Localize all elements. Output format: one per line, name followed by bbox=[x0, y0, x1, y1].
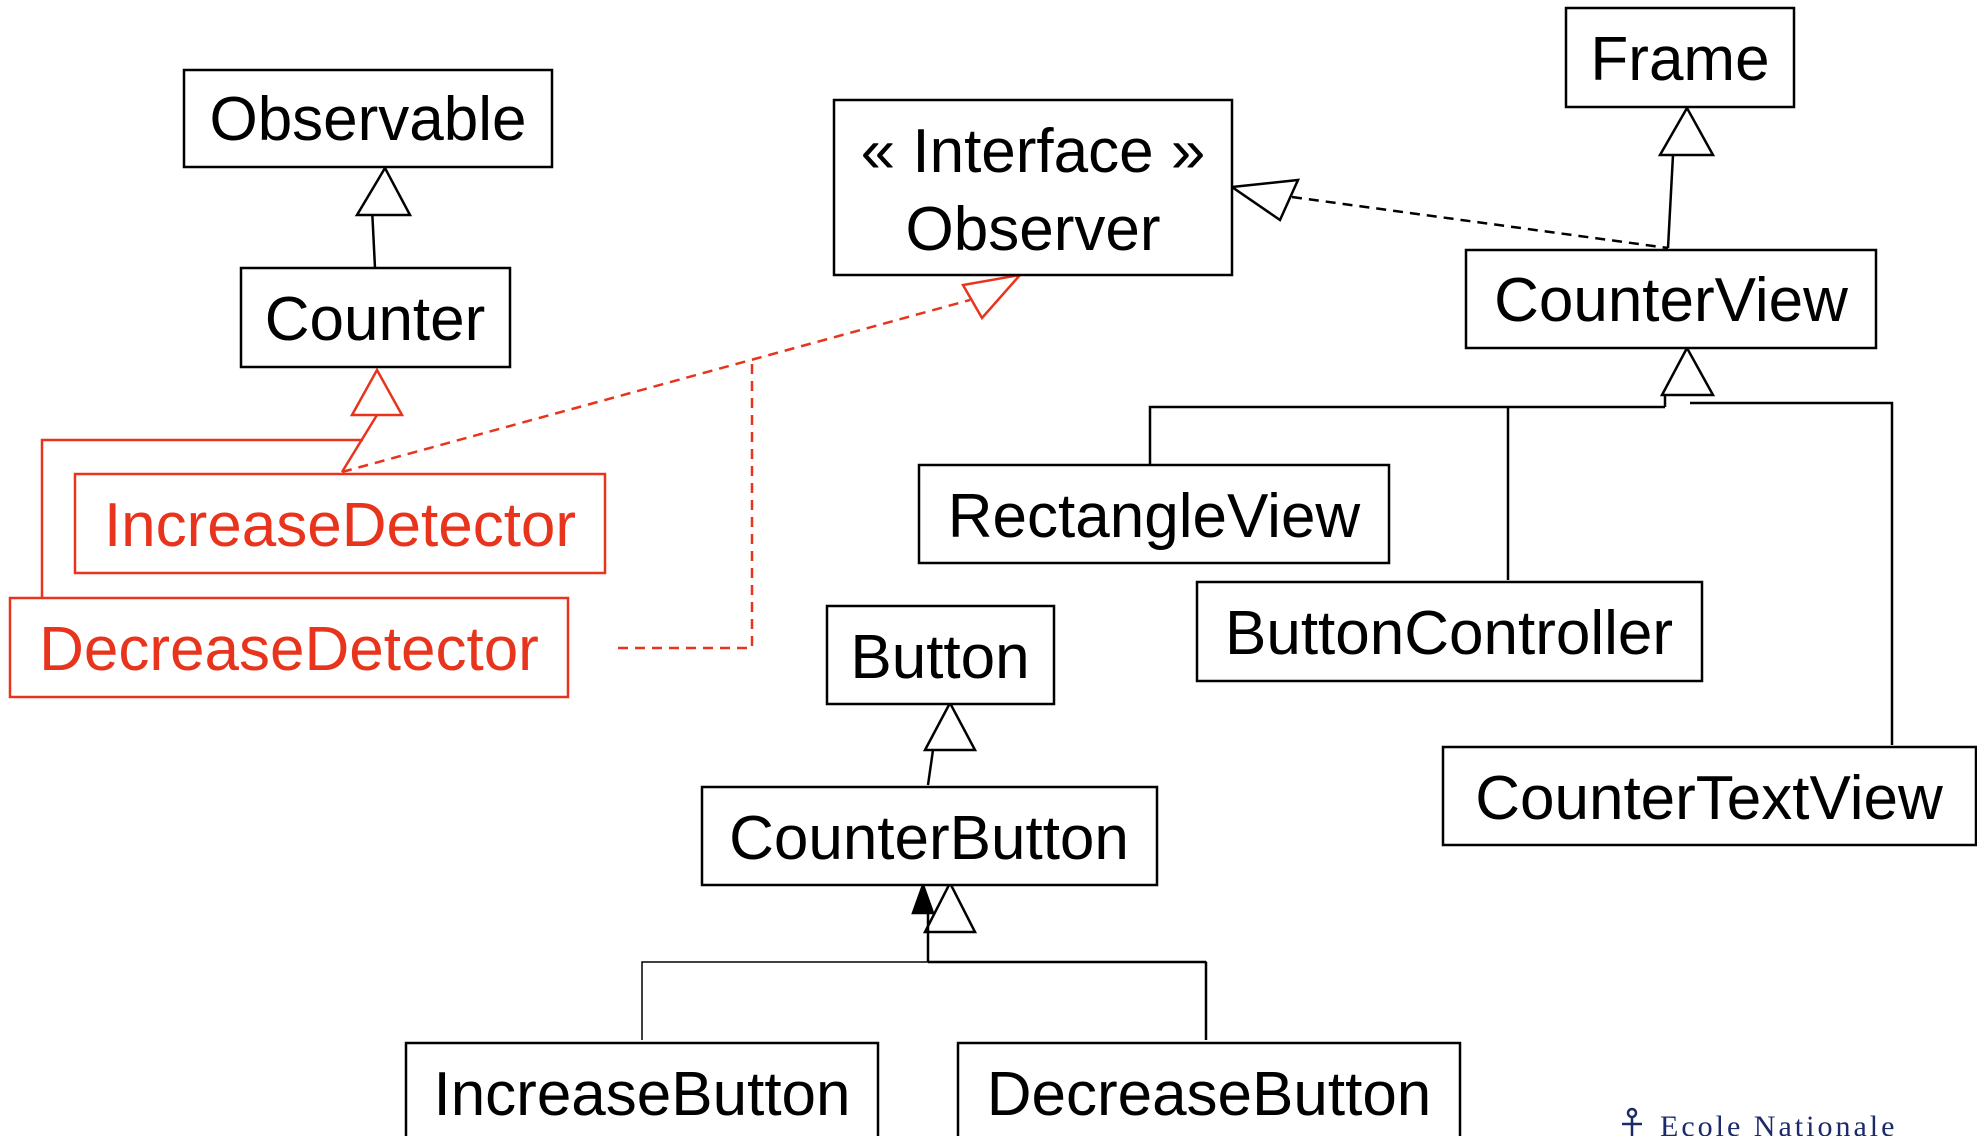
class-increase-detector-name: IncreaseDetector bbox=[104, 491, 576, 560]
class-decrease-detector-name: DecreaseDetector bbox=[39, 615, 539, 684]
class-decrease-button-name: DecreaseButton bbox=[987, 1060, 1432, 1129]
class-counter-text-view-name: CounterTextView bbox=[1475, 764, 1943, 833]
generalization-buttons-counterbutton bbox=[641, 880, 1208, 1040]
class-button-name: Button bbox=[850, 623, 1029, 692]
school-logo: Ecole Nationale bbox=[1622, 1107, 1897, 1136]
class-decrease-button[interactable]: DecreaseButton bbox=[956, 1041, 1462, 1136]
class-counter-name: Counter bbox=[265, 285, 486, 354]
class-counter-text-view[interactable]: CounterTextView bbox=[1441, 745, 1977, 847]
class-button-controller[interactable]: ButtonController bbox=[1195, 580, 1704, 683]
class-counter-view-name: CounterView bbox=[1494, 266, 1848, 335]
class-counter-button[interactable]: CounterButton bbox=[700, 785, 1159, 887]
generalization-counter-observable bbox=[354, 165, 413, 269]
generalization-views-counterview bbox=[1148, 345, 1894, 745]
interface-observer-stereotype: « Interface » bbox=[861, 117, 1206, 186]
interface-observer[interactable]: « Interface » Observer bbox=[832, 98, 1234, 277]
class-rectangle-view[interactable]: RectangleView bbox=[917, 463, 1391, 565]
class-button-controller-name: ButtonController bbox=[1225, 599, 1673, 668]
class-rectangle-view-name: RectangleView bbox=[948, 482, 1361, 551]
generalization-counterview-frame bbox=[1657, 105, 1716, 249]
generalization-detectors-counter bbox=[40, 367, 405, 598]
class-counter-button-name: CounterButton bbox=[729, 804, 1129, 873]
interface-observer-name: Observer bbox=[906, 195, 1161, 264]
class-observable[interactable]: Observable bbox=[182, 68, 554, 169]
class-increase-button[interactable]: IncreaseButton bbox=[404, 1041, 880, 1136]
class-decrease-detector[interactable]: DecreaseDetector bbox=[8, 596, 570, 699]
class-frame[interactable]: Frame bbox=[1564, 6, 1796, 109]
class-frame-name: Frame bbox=[1590, 25, 1769, 94]
class-button[interactable]: Button bbox=[825, 604, 1056, 706]
realization-detectors-observer bbox=[341, 273, 1024, 650]
class-counter-view[interactable]: CounterView bbox=[1464, 248, 1878, 350]
class-counter[interactable]: Counter bbox=[239, 266, 512, 369]
school-logo-text: Ecole Nationale bbox=[1660, 1110, 1897, 1136]
generalization-counterbutton-button bbox=[922, 700, 978, 786]
anchor-icon bbox=[1622, 1107, 1642, 1136]
realization-counterview-observer bbox=[1228, 178, 1669, 250]
class-observable-name: Observable bbox=[209, 85, 526, 154]
class-increase-detector[interactable]: IncreaseDetector bbox=[73, 472, 607, 575]
class-increase-button-name: IncreaseButton bbox=[433, 1060, 850, 1129]
